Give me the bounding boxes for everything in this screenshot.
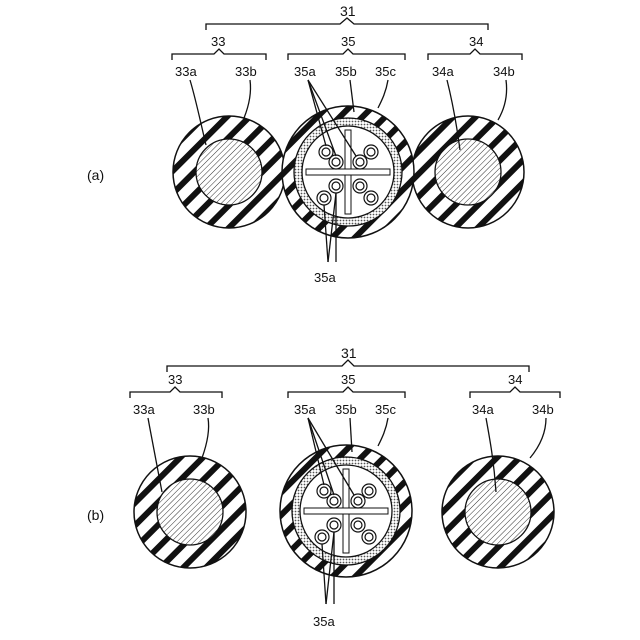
center-cable-a (294, 118, 402, 226)
label-31-a: 31 (340, 3, 356, 19)
brace-34-a (428, 49, 522, 60)
label-35c-a: 35c (375, 64, 396, 79)
label-35a-bottom-a: 35a (314, 270, 336, 285)
brace-34-b (470, 387, 560, 398)
conductor-34a-a (435, 139, 501, 205)
figure-a: (a) 31 33 35 34 33a 33b 35a 35b 35c 34a … (87, 3, 524, 285)
panel-label-b: (b) (87, 507, 104, 523)
label-33b-a: 33b (235, 64, 257, 79)
label-33b-b: 33b (193, 402, 215, 417)
label-35-b: 35 (341, 372, 355, 387)
label-35b-b: 35b (335, 402, 357, 417)
label-35-a: 35 (341, 34, 355, 49)
label-35b-a: 35b (335, 64, 357, 79)
conductor-33a-a (196, 139, 262, 205)
label-34-b: 34 (508, 372, 522, 387)
label-35a-top-a: 35a (294, 64, 316, 79)
label-35a-bottom-b: 35a (313, 614, 335, 629)
label-33a-b: 33a (133, 402, 155, 417)
conductor-33a-b (157, 479, 223, 545)
label-35c-b: 35c (375, 402, 396, 417)
center-cable-b (280, 445, 412, 577)
brace-33-a (172, 49, 266, 60)
label-34a-b: 34a (472, 402, 494, 417)
brace-31-a (206, 18, 488, 30)
label-33-a: 33 (211, 34, 225, 49)
panel-label-a: (a) (87, 167, 104, 183)
label-31-b: 31 (341, 345, 357, 361)
brace-35-b (288, 387, 405, 398)
conductor-34a-b (465, 479, 531, 545)
brace-35-a (288, 49, 405, 60)
label-35a-top-b: 35a (294, 402, 316, 417)
label-34b-a: 34b (493, 64, 515, 79)
label-33a-a: 33a (175, 64, 197, 79)
label-33-b: 33 (168, 372, 182, 387)
label-34a-a: 34a (432, 64, 454, 79)
brace-31-b (167, 360, 529, 372)
figure-b: (b) 31 33 35 34 33a 33b 35a 35b 35c 34a … (87, 345, 560, 629)
label-34-a: 34 (469, 34, 483, 49)
brace-33-b (130, 387, 222, 398)
label-34b-b: 34b (532, 402, 554, 417)
